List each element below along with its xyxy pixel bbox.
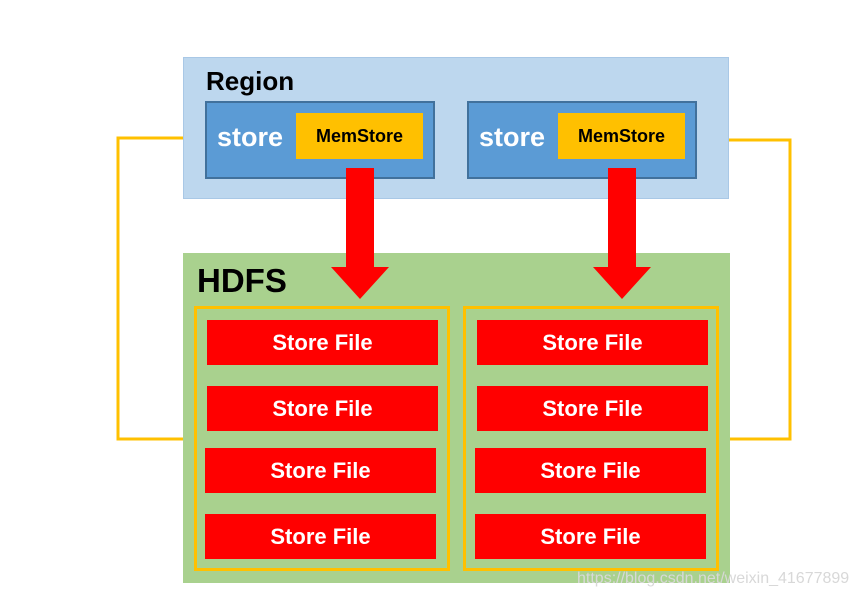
memstore-box: MemStore bbox=[558, 113, 685, 159]
watermark-text: https://blog.csdn.net/weixin_41677899 bbox=[577, 570, 850, 587]
store-file: Store File bbox=[475, 448, 706, 493]
store-box-left: store MemStore bbox=[205, 101, 435, 179]
memstore-box: MemStore bbox=[296, 113, 423, 159]
store-file: Store File bbox=[205, 448, 436, 493]
store-file: Store File bbox=[477, 386, 708, 431]
store-file: Store File bbox=[205, 514, 436, 559]
store-file: Store File bbox=[207, 386, 438, 431]
store-box-right: store MemStore bbox=[467, 101, 697, 179]
region-title: Region bbox=[206, 66, 295, 96]
flush-arrow-left bbox=[331, 168, 389, 299]
store-label: store bbox=[217, 122, 284, 152]
flush-arrow-right bbox=[593, 168, 651, 299]
store-file: Store File bbox=[475, 514, 706, 559]
store-file: Store File bbox=[207, 320, 438, 365]
hdfs-title: HDFS bbox=[197, 262, 287, 299]
store-file: Store File bbox=[477, 320, 708, 365]
store-label: store bbox=[479, 122, 546, 152]
